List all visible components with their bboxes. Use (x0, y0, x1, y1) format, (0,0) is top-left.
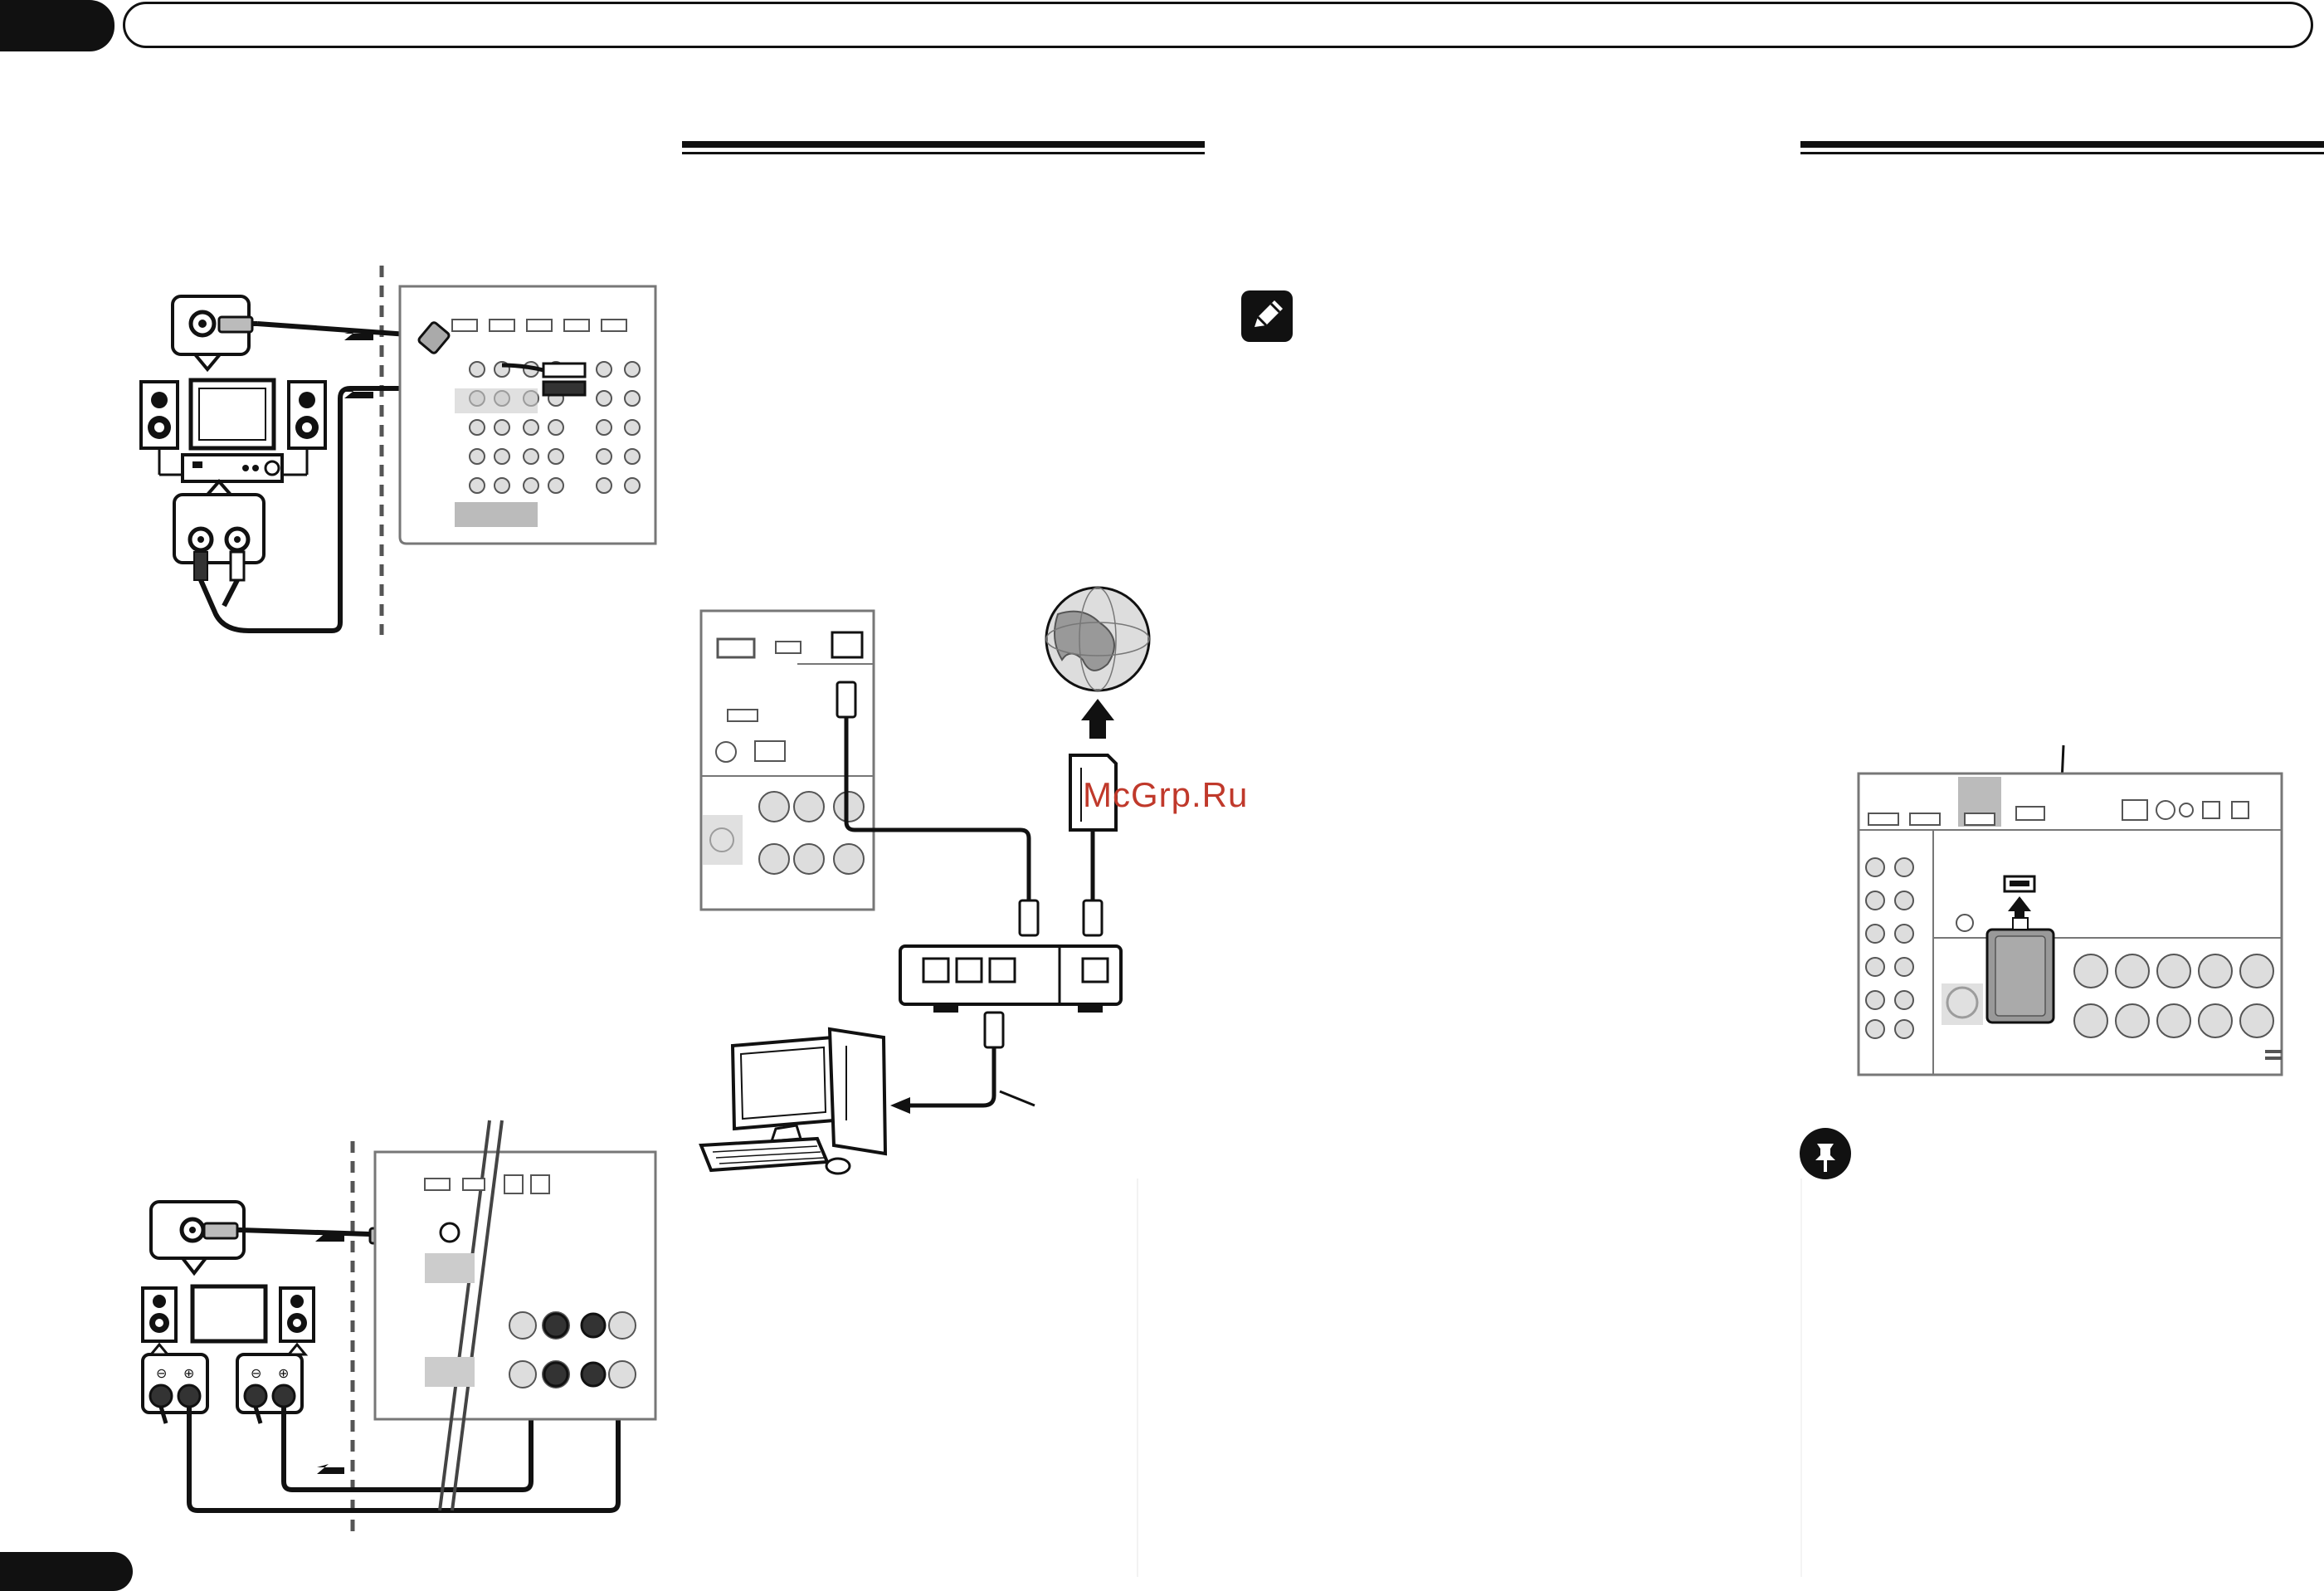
svg-text:⊕: ⊕ (183, 1365, 194, 1381)
chapter-tab (0, 0, 114, 51)
svg-text:⊖: ⊖ (156, 1365, 167, 1381)
page-number-tab (0, 1552, 133, 1591)
column-divider (1137, 1179, 1138, 1577)
svg-text:⊖: ⊖ (251, 1365, 261, 1381)
watermark-text: McGrp.Ru (1083, 775, 1249, 814)
header-title-bar (123, 2, 2313, 48)
section-rule-bluetooth-thin (1800, 152, 2324, 154)
svg-text:⊕: ⊕ (278, 1365, 289, 1381)
section-rule-network (682, 141, 1205, 148)
diagram-audio-out-to-amplifier (139, 266, 657, 635)
section-rule-bluetooth (1800, 141, 2324, 148)
diagram-lan-connection (699, 586, 1151, 1175)
column-divider (1800, 1179, 1802, 1577)
diagram-bluetooth-adapter (1857, 744, 2283, 1076)
pencil-note-icon (1241, 290, 1293, 342)
section-rule-network-thin (682, 152, 1205, 154)
pushpin-important-icon (1800, 1128, 1851, 1179)
diagram-speaker-wiring: ⊖ ⊕ ⊖ ⊕ (141, 1120, 657, 1535)
